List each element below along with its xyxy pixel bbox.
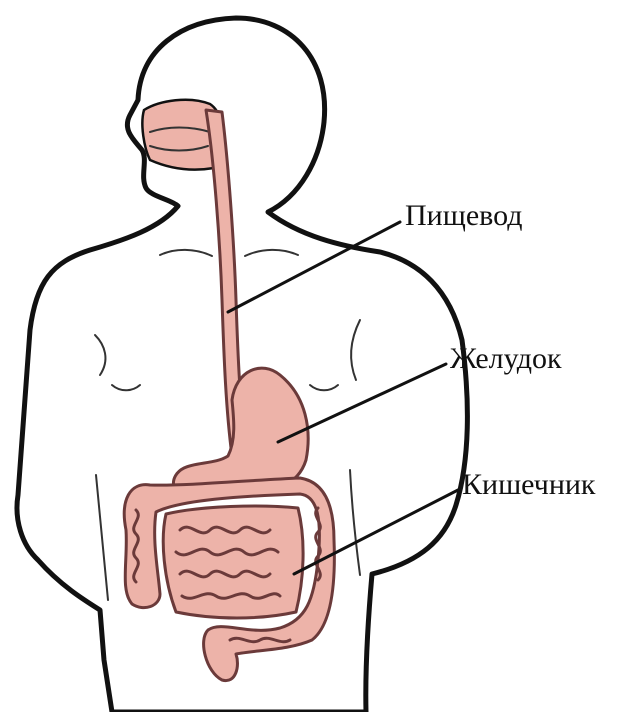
stomach-leader-line [278, 364, 446, 442]
stomach-label: Желудок [450, 342, 562, 375]
esophagus-label: Пищевод [405, 199, 523, 232]
stomach [173, 368, 308, 493]
intestine-label: Кишечник [462, 468, 596, 501]
small-intestine [163, 506, 303, 618]
